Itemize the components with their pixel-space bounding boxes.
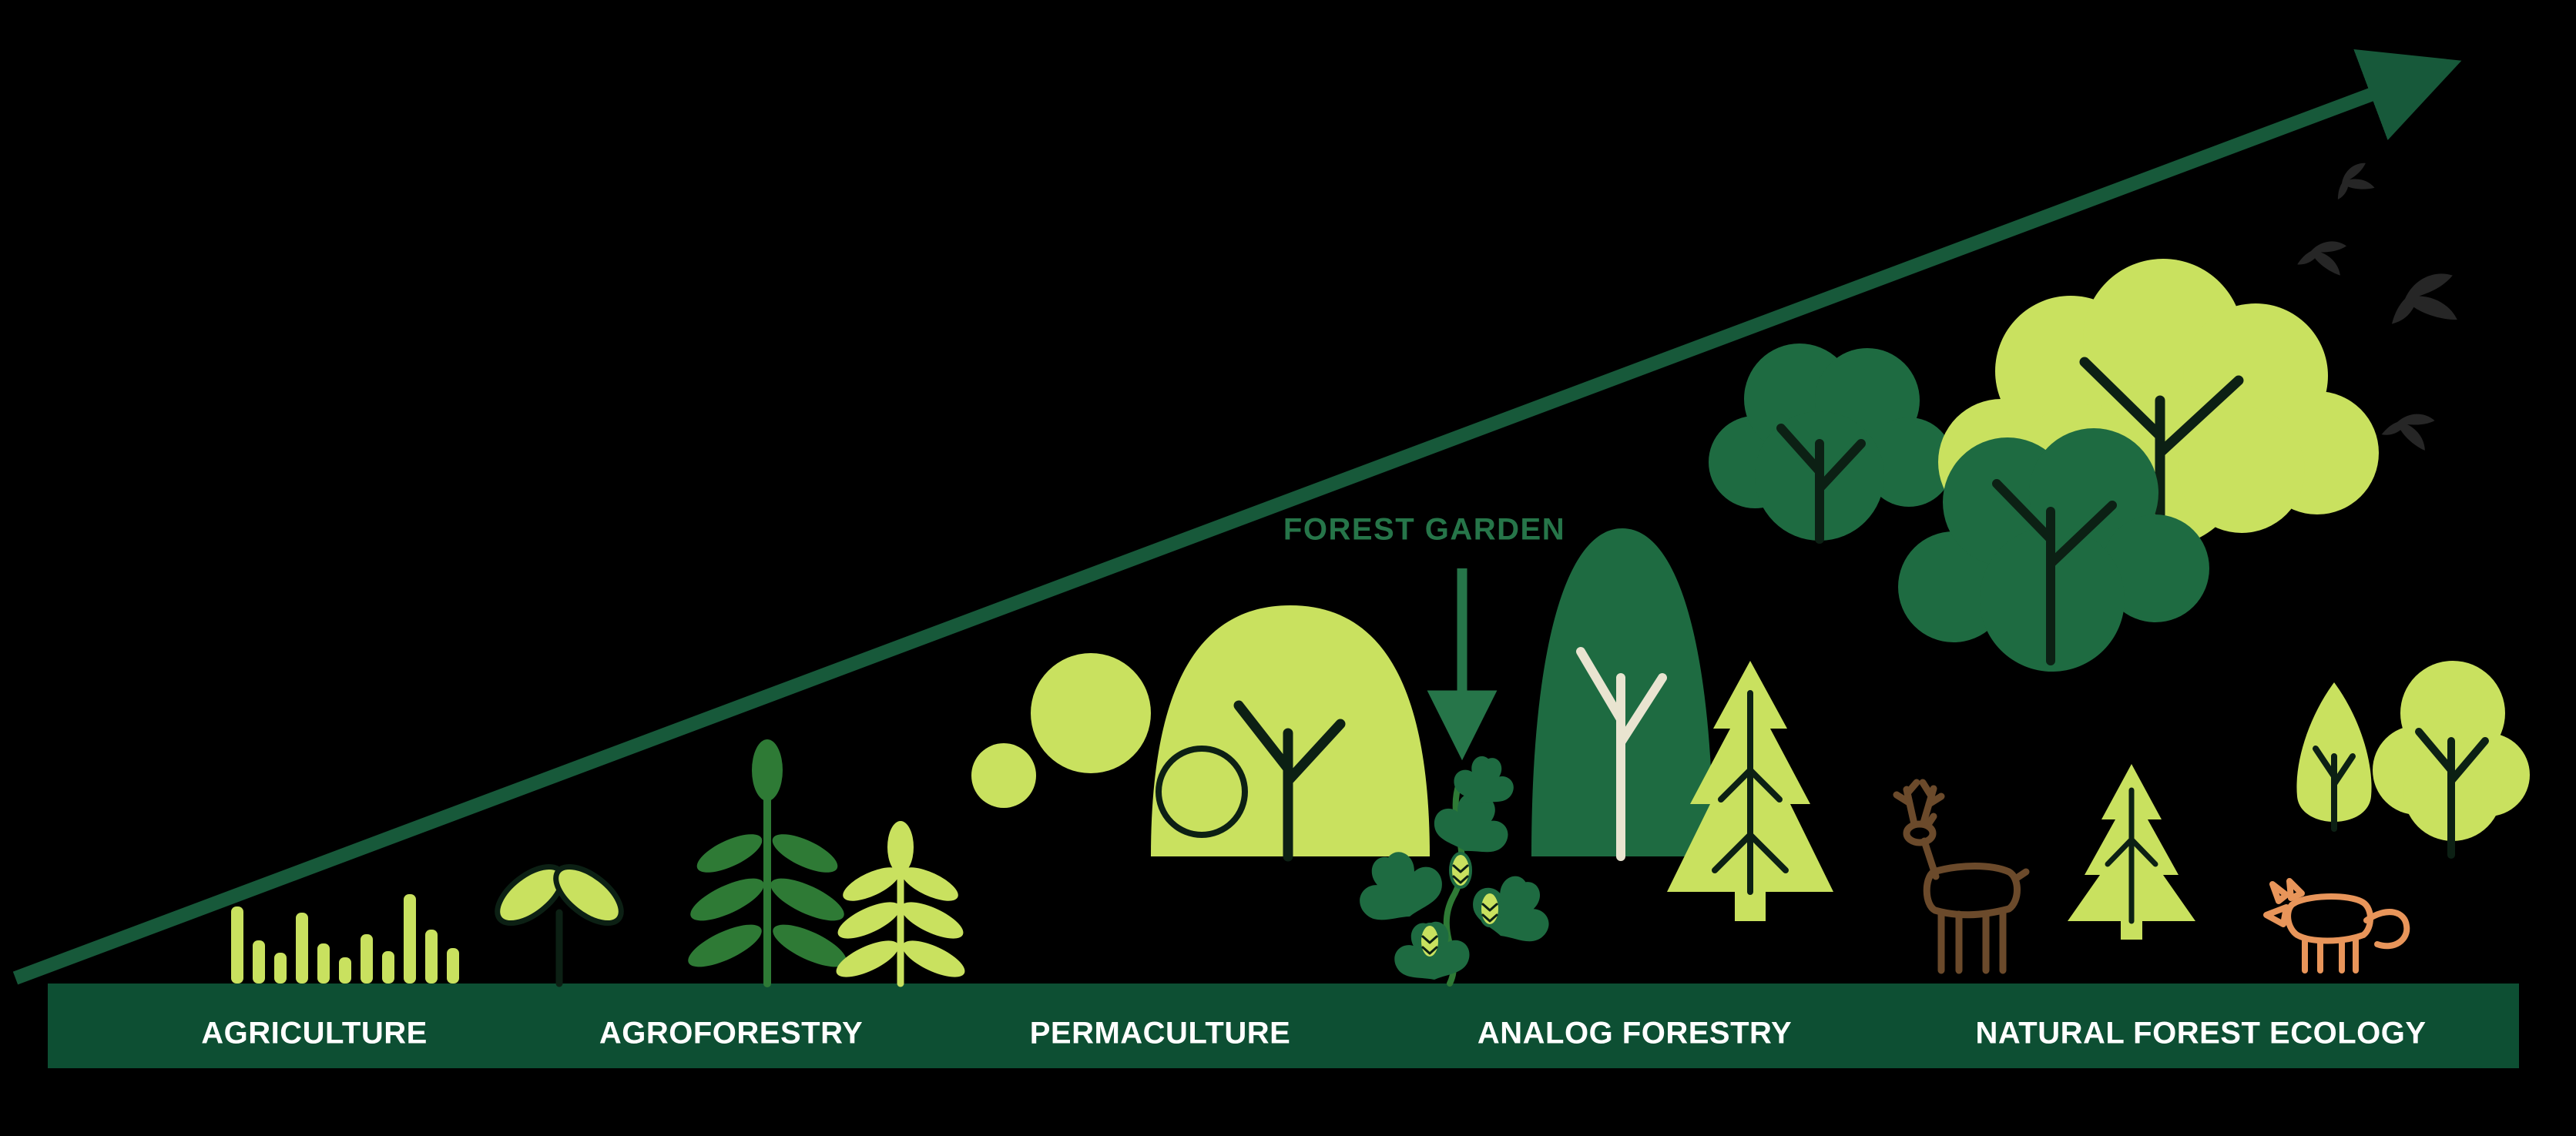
- fox-icon: [2263, 878, 2410, 973]
- cloud-tree-dark-left-icon: [1709, 343, 1954, 544]
- fern-dark-icon: [688, 739, 847, 987]
- baseline-bar: [48, 984, 2519, 1068]
- stage-label-natural-forest-ecology: NATURAL FOREST ECOLOGY: [1975, 1016, 2427, 1051]
- sprout-icon: [495, 863, 624, 987]
- forest-garden-label: FOREST GARDEN: [1283, 512, 1566, 547]
- stage-label-agriculture: AGRICULTURE: [201, 1016, 428, 1051]
- stage-label-agroforestry: AGROFORESTRY: [599, 1016, 864, 1051]
- stage-label-permaculture: PERMACULTURE: [1029, 1016, 1291, 1051]
- crop-bars-icon: [231, 894, 459, 984]
- hops-vine-icon: [1360, 756, 1549, 987]
- canopy-circles-icon: [971, 653, 1151, 808]
- fern-light-icon: [836, 821, 965, 987]
- growth-arrow-icon: [12, 49, 2462, 985]
- deer-icon: [1893, 779, 2030, 974]
- hop-cones: [1418, 852, 1501, 960]
- round-tree-small-icon: [2296, 682, 2372, 832]
- dome-tree-light-icon: [1151, 605, 1430, 862]
- conifer-small-icon: [2068, 764, 2195, 940]
- dome-tree-dark-icon: [1531, 528, 1713, 861]
- cloud-tree-dark-front-icon: [1898, 428, 2209, 672]
- conifer-large-icon: [1667, 661, 1833, 921]
- birds-icon: [2297, 163, 2457, 451]
- stage-label-analog-forestry: ANALOG FORESTRY: [1477, 1016, 1793, 1051]
- round-tree-large-icon: [2373, 661, 2530, 859]
